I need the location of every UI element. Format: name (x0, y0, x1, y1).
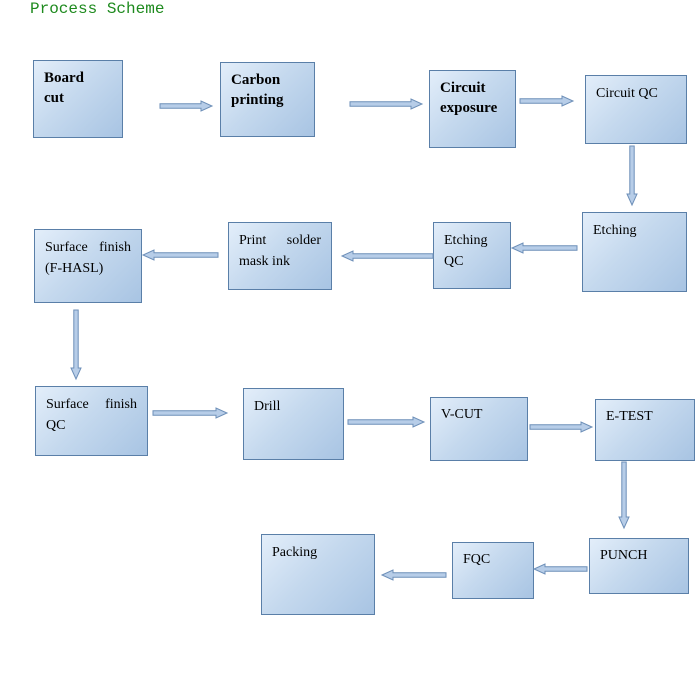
arrow-fqc-to-packing (380, 569, 447, 581)
arrow-circuit-exposure-to-circuit-qc (519, 95, 575, 107)
step-label: Carbon printing (231, 72, 284, 108)
step-label: Circuit exposure (440, 80, 498, 116)
step-label: Packing (272, 545, 318, 560)
arrow-board-cut-to-carbon-printing (159, 100, 214, 112)
step-print-solder-mask-ink: Print solder mask ink (228, 222, 332, 290)
step-label: Etching (593, 223, 637, 238)
step-circuit-exposure: Circuit exposure (429, 70, 516, 148)
step-surface-finish-qc: Surface finish QC (35, 386, 148, 456)
diagram-title: Process Scheme (30, 0, 165, 18)
step-board-cut: Board cut (33, 60, 123, 138)
step-label: FQC (463, 552, 491, 567)
arrow-e-test-to-punch (618, 461, 630, 530)
step-label: Drill (254, 399, 281, 414)
arrow-drill-to-v-cut (347, 416, 426, 428)
arrow-etching-qc-to-print-solder-mask (340, 250, 434, 262)
step-punch: PUNCH (589, 538, 689, 594)
step-v-cut: V-CUT (430, 397, 528, 461)
step-e-test: E-TEST (595, 399, 695, 461)
step-label: Circuit QC (596, 86, 658, 101)
step-label: V-CUT (441, 407, 483, 422)
step-drill: Drill (243, 388, 344, 460)
arrow-surface-finish-qc-to-drill (152, 407, 229, 419)
arrow-punch-to-fqc (532, 563, 588, 575)
arrow-print-solder-mask-to-surface-finish (141, 249, 219, 261)
step-etching: Etching (582, 212, 687, 292)
step-packing: Packing (261, 534, 375, 615)
arrow-etching-to-etching-qc (510, 242, 578, 254)
step-circuit-qc: Circuit QC (585, 75, 687, 144)
step-carbon-printing: Carbon printing (220, 62, 315, 137)
step-label: Print solder mask ink (239, 233, 321, 269)
step-label: PUNCH (600, 548, 648, 563)
arrow-v-cut-to-e-test (529, 421, 594, 433)
step-label: E-TEST (606, 409, 653, 424)
step-label: Etching QC (444, 233, 488, 269)
arrow-carbon-printing-to-circuit-exposure (349, 98, 424, 110)
arrow-circuit-qc-to-etching (626, 145, 638, 207)
step-surface-finish-f-hasl: Surface finish (F-HASL) (34, 229, 142, 303)
step-fqc: FQC (452, 542, 534, 599)
step-label: Surface finish QC (46, 397, 137, 433)
step-label: Surface finish (F-HASL) (45, 240, 131, 276)
arrow-surface-finish-to-surface-finish-qc (70, 309, 82, 381)
step-label: Board cut (44, 70, 85, 106)
